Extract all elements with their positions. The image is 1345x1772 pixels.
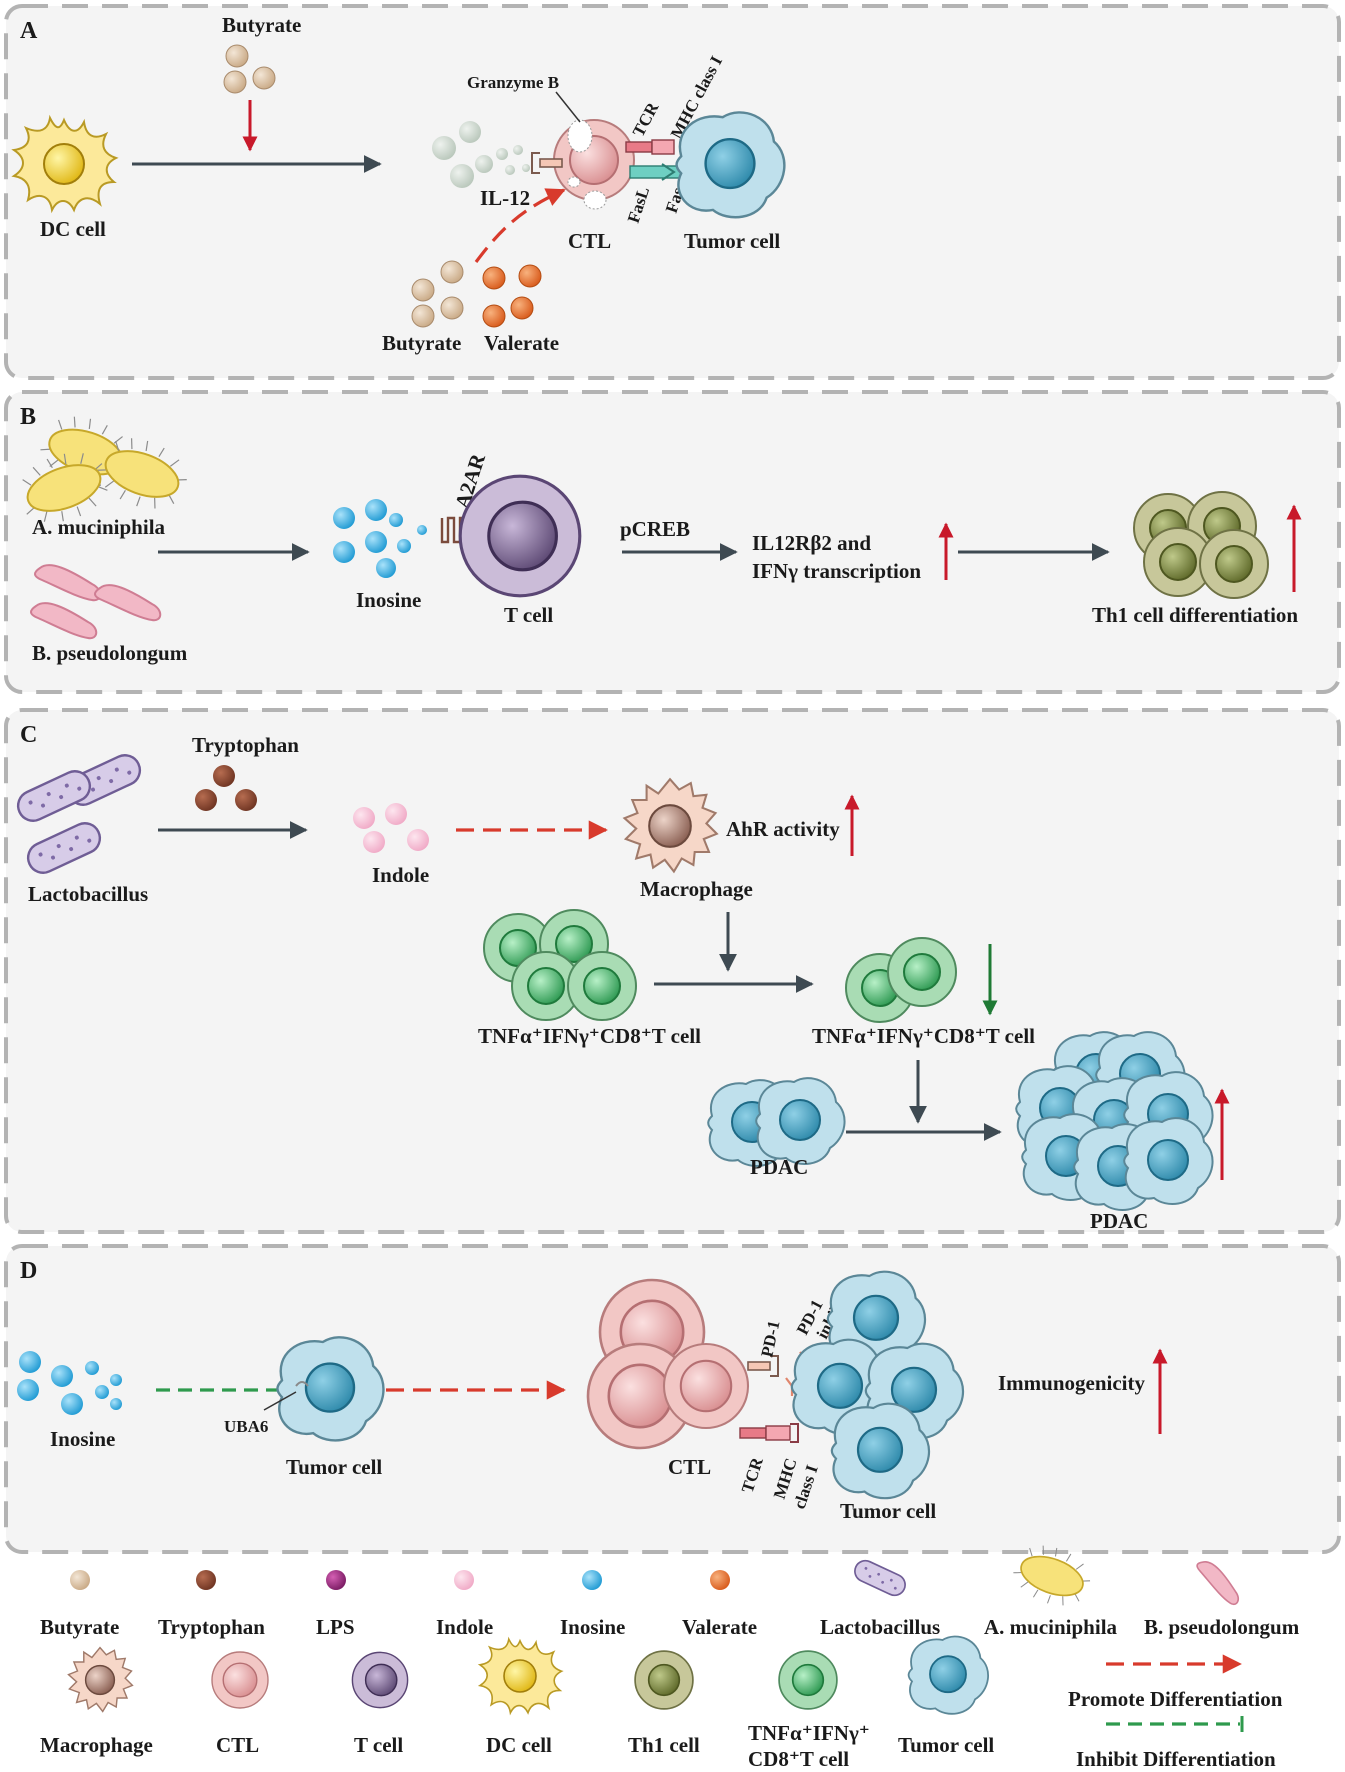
legend-inhibit-label: Inhibit Differentiation <box>1076 1747 1276 1771</box>
panel-c-frame <box>4 708 1341 1234</box>
legend-lactobacillus-label: Lactobacillus <box>820 1615 940 1639</box>
inosine-cluster-b <box>333 499 427 578</box>
butyrate-valerate-promote-arrow <box>474 188 566 263</box>
pdac-label-right: PDAC <box>1090 1209 1148 1233</box>
legend-tcell-icon <box>351 1651 409 1709</box>
cd8-label-right: TNFα⁺IFNγ⁺CD8⁺T cell <box>812 1024 1035 1048</box>
il12-cluster <box>432 121 530 188</box>
legend: Butyrate Tryptophan LPS Indole Inosine V… <box>40 1536 1300 1771</box>
valerate-label: Valerate <box>484 331 559 355</box>
legend-lps-label: LPS <box>316 1615 355 1639</box>
uba6-leader <box>263 1391 297 1411</box>
legend-macrophage-icon <box>67 1646 134 1713</box>
legend-ctl-icon <box>211 1651 269 1709</box>
legend-tryptophan-icon <box>196 1570 216 1590</box>
legend-indole-label: Indole <box>436 1615 493 1639</box>
legend-tumor-icon <box>907 1635 990 1715</box>
legend-th1-label: Th1 cell <box>628 1733 700 1757</box>
legend-valerate-icon <box>710 1570 730 1590</box>
granzyme-label: Granzyme B <box>467 73 559 92</box>
th1-cluster <box>1133 491 1269 599</box>
ctl-cell-a-icon <box>553 119 635 201</box>
t-cell-label-b: T cell <box>504 603 553 627</box>
macrophage-label: Macrophage <box>640 877 753 901</box>
tumor-label-a: Tumor cell <box>684 229 780 253</box>
legend-lps-icon <box>326 1570 346 1590</box>
granzyme-leader <box>555 91 581 123</box>
t-cell-b-icon <box>458 474 582 598</box>
legend-macrophage-label: Macrophage <box>40 1733 153 1757</box>
legend-cd8-icon <box>778 1650 838 1710</box>
legend-b-pseudolongum-icon <box>1187 1557 1249 1607</box>
panel-a-letter: A <box>20 18 38 44</box>
tumor-label-d-left: Tumor cell <box>286 1455 382 1479</box>
legend-butyrate-icon <box>70 1570 90 1590</box>
immunogenicity-label: Immunogenicity <box>998 1371 1146 1395</box>
dc-cell-label: DC cell <box>40 217 106 241</box>
a-muciniphila-label: A. muciniphila <box>32 515 166 539</box>
legend-dc-cell-icon <box>479 1638 563 1714</box>
il12rb2-label-line1: IL12Rβ2 and <box>752 531 871 555</box>
panel-d-letter: D <box>20 1258 37 1284</box>
legend-tryptophan-label: Tryptophan <box>158 1615 265 1639</box>
il12-label: IL-12 <box>480 186 530 210</box>
pdac-label-left: PDAC <box>750 1155 808 1179</box>
panel-b-frame <box>4 390 1341 694</box>
legend-dc-cell-label: DC cell <box>486 1733 552 1757</box>
legend-ctl-label: CTL <box>216 1733 259 1757</box>
legend-b-pseudolongum-label: B. pseudolongum <box>1144 1615 1300 1639</box>
legend-tcell-label: T cell <box>354 1733 403 1757</box>
indole-label: Indole <box>372 863 429 887</box>
il12rb2-label-line2: IFNγ transcription <box>752 559 921 583</box>
uba6-marker <box>295 1381 309 1387</box>
ctl-label-a: CTL <box>568 229 611 253</box>
tryptophan-cluster <box>195 765 257 811</box>
butyrate-cluster-top <box>223 44 276 94</box>
ctl-label-d: CTL <box>668 1455 711 1479</box>
butyrate-bottom-label: Butyrate <box>382 331 461 355</box>
legend-cd8-label-2: CD8⁺T cell <box>748 1747 849 1771</box>
inosine-label-d: Inosine <box>50 1427 115 1451</box>
b-pseudolongum-label: B. pseudolongum <box>32 641 188 665</box>
legend-valerate-label: Valerate <box>682 1615 757 1639</box>
inosine-label-b: Inosine <box>356 588 421 612</box>
tryptophan-label: Tryptophan <box>192 733 299 757</box>
legend-inosine-label: Inosine <box>560 1615 625 1639</box>
panel-c-letter: C <box>20 722 37 748</box>
tcr-mhc-complex-d <box>739 1423 799 1443</box>
panel-b-letter: B <box>20 404 36 430</box>
cd8-label-left: TNFα⁺IFNγ⁺CD8⁺T cell <box>478 1024 701 1048</box>
valerate-cluster <box>482 264 542 328</box>
tumor-label-d-right: Tumor cell <box>840 1499 936 1523</box>
butyrate-cluster-bottom <box>411 260 464 328</box>
legend-tumor-label: Tumor cell <box>898 1733 994 1757</box>
granzyme-granule <box>567 119 593 153</box>
legend-lactobacillus-icon <box>850 1556 910 1600</box>
pcreb-label: pCREB <box>620 517 690 541</box>
lactobacillus-label: Lactobacillus <box>28 882 148 906</box>
legend-indole-icon <box>454 1570 474 1590</box>
legend-a-muciniphila-label: A. muciniphila <box>984 1615 1118 1639</box>
legend-cd8-label-1: TNFα⁺IFNγ⁺ <box>748 1721 870 1745</box>
pdac-cluster-left <box>707 1077 846 1167</box>
legend-inosine-icon <box>582 1570 602 1590</box>
uba6-label: UBA6 <box>224 1417 268 1436</box>
indole-cluster <box>353 803 429 853</box>
granule-small <box>567 176 581 188</box>
legend-promote-label: Promote Differentiation <box>1068 1687 1283 1711</box>
granule <box>583 190 607 210</box>
th1-label: Th1 cell differentiation <box>1092 603 1298 627</box>
inosine-cluster-d <box>17 1351 122 1415</box>
legend-th1-icon <box>634 1650 694 1710</box>
tcr-mhc-complex <box>625 139 691 181</box>
butyrate-top-label: Butyrate <box>222 13 301 37</box>
legend-butyrate-label: Butyrate <box>40 1615 119 1639</box>
ahr-label: AhR activity <box>726 817 840 841</box>
panel-a-frame <box>4 4 1341 380</box>
